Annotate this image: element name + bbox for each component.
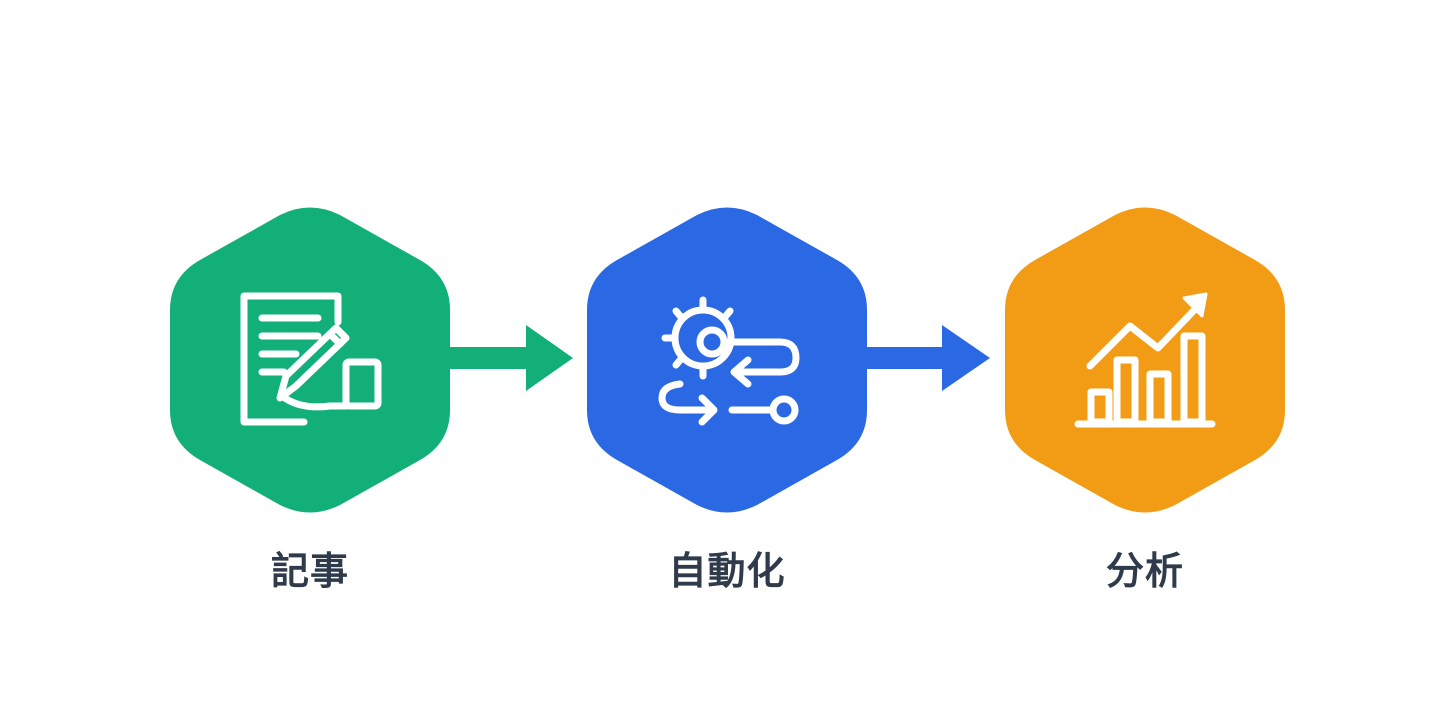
step-label-analysis: 分析 [1105, 549, 1184, 593]
bar-chart-trend-icon [1074, 292, 1216, 428]
step-node-analysis [1005, 207, 1285, 513]
gear-workflow-icon [658, 296, 800, 426]
step-label-article: 記事 [270, 549, 349, 593]
hexagon-shape [1005, 207, 1285, 513]
hexagon-shape [170, 207, 450, 513]
step-node-automation [587, 207, 867, 513]
connector-arrow-1 [445, 325, 573, 391]
article-edit-icon [240, 292, 382, 426]
step-node-article [170, 207, 450, 513]
connector-arrow-2 [862, 325, 990, 391]
hexagon-shape [587, 207, 867, 513]
step-label-automation: 自動化 [668, 549, 786, 593]
